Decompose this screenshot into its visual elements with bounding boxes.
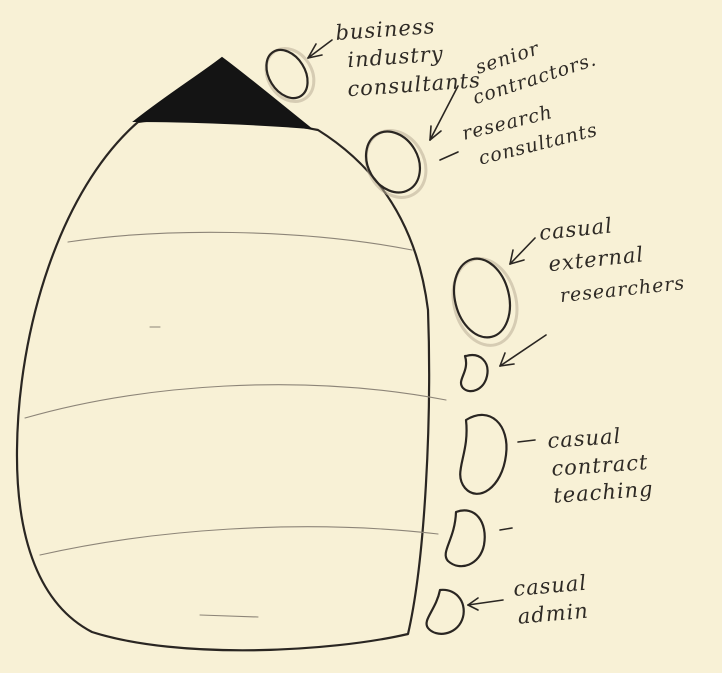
band-line-3 <box>40 527 438 555</box>
label-business-industry-consultants: business industry consultants <box>335 11 482 102</box>
label-line: casual <box>547 424 622 453</box>
label-line: casual <box>538 213 614 245</box>
label-line: casual <box>512 571 588 601</box>
pencil-tip <box>135 58 310 128</box>
seed-casual-contract-teaching <box>460 415 506 494</box>
seed-casual-external-researchers <box>444 252 525 352</box>
label-casual-external-researchers: casual external researchers <box>538 207 686 309</box>
arrow-casual-contract <box>518 440 535 442</box>
seed-small-researchers <box>461 355 488 391</box>
label-casual-admin: casual admin <box>512 571 590 629</box>
arrow-casual-admin <box>468 598 503 610</box>
band-line-1 <box>68 232 412 250</box>
label-line: teaching <box>553 477 655 508</box>
label-line: researchers <box>559 272 686 307</box>
label-line: external <box>547 242 645 276</box>
arrow-lower-seed <box>500 528 512 530</box>
seed-casual-admin <box>427 590 464 634</box>
band-line-2 <box>25 385 446 418</box>
arrow-research-consultants <box>440 152 458 160</box>
label-senior-contractors: senior contractors. <box>461 22 599 109</box>
label-line: admin <box>517 599 590 629</box>
label-line: industry <box>347 42 445 73</box>
label-casual-contract-teaching: casual contract teaching <box>547 422 655 508</box>
label-line: business <box>335 14 436 45</box>
label-line: consultants <box>347 68 482 101</box>
arrow-business-industry <box>308 40 332 58</box>
seed-lower <box>446 510 485 566</box>
tick-mark-2 <box>200 615 258 617</box>
seed-research-consultants <box>354 120 437 209</box>
label-line: contract <box>551 450 650 481</box>
main-pod-outline <box>17 119 429 651</box>
arrow-casual-external <box>510 238 535 264</box>
